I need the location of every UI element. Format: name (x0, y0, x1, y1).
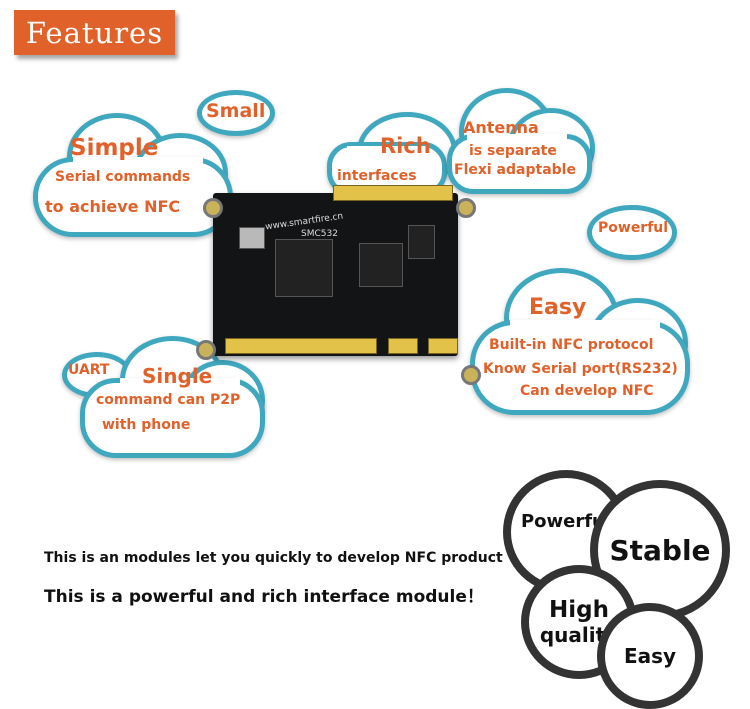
bottom-pin-header (225, 338, 377, 354)
cloud-powerful: Powerful (587, 205, 677, 260)
powerful-label: Powerful (598, 220, 669, 236)
mid-pin-header (388, 338, 418, 354)
mount-hole-top-left (203, 198, 223, 218)
description-line-1: This is an modules let you quickly to de… (44, 550, 503, 566)
features-title: Features (25, 15, 164, 50)
mount-hole-bottom-right (461, 365, 481, 385)
circle-easy-label: Easy (623, 644, 677, 668)
mcu-chip (275, 239, 333, 297)
cloud-simple: Simple Serial commands to achieve NFC (33, 113, 233, 238)
crystal-component (239, 227, 265, 249)
single-line1: command can P2P (96, 392, 241, 408)
description-line-2: This is a powerful and rich interface mo… (44, 587, 484, 607)
uart-label: UART (68, 362, 110, 378)
nfc-chip (359, 243, 403, 287)
circle-stable-label: Stable (609, 533, 711, 567)
mount-hole-top-right (456, 198, 476, 218)
board-model-label: SMC532 (301, 229, 338, 239)
connector-block (408, 225, 435, 259)
simple-line1: Serial commands (55, 169, 191, 185)
easy-line3: Can develop NFC (520, 383, 654, 399)
circle-powerful-label: Powerful (520, 510, 612, 532)
mount-hole-bottom-left (196, 340, 216, 360)
circle-high-label: High (549, 597, 609, 623)
cloud-antenna: Antenna is separate Flexi adaptable (447, 88, 595, 198)
right-pin-header (428, 338, 458, 354)
easy-line2: Know Serial port(RS232) (483, 361, 678, 377)
simple-title: Simple (70, 135, 159, 161)
easy-line1: Built-in NFC protocol (489, 337, 654, 353)
circle-easy: Easy (597, 603, 703, 709)
nfc-module-board: www.smartfire.cn SMC532 (213, 193, 458, 356)
simple-line2: to achieve NFC (45, 197, 181, 216)
single-line2: with phone (102, 417, 191, 433)
antenna-line2: is separate (469, 143, 557, 159)
cloud-small: Small (197, 90, 275, 136)
rich-line: interfaces (337, 168, 417, 184)
rich-title: Rich (380, 134, 431, 158)
cloud-easy: Easy Built-in NFC protocol Know Serial p… (470, 268, 690, 415)
easy-title: Easy (529, 295, 587, 320)
top-pin-header (333, 185, 453, 201)
antenna-line3: Flexi adaptable (454, 162, 576, 178)
features-banner: Features (14, 10, 175, 55)
antenna-line1: Antenna (463, 118, 539, 137)
small-label: Small (206, 100, 266, 122)
single-title: Single (142, 364, 213, 388)
